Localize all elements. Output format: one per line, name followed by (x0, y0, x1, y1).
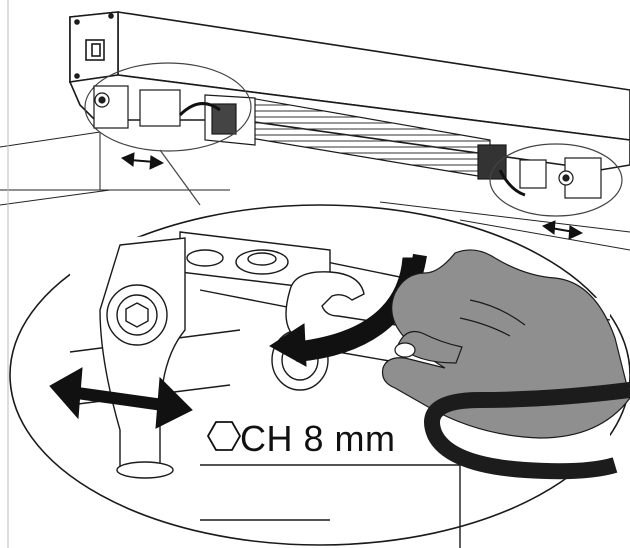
left-detail (84, 62, 252, 206)
right-detail (489, 143, 623, 217)
double-arrow-icon (120, 152, 165, 170)
wrench-size-label: CH 8 mm (240, 418, 396, 459)
hex-socket-icon (125, 302, 149, 328)
double-arrow-icon (49, 367, 193, 429)
double-arrow-icon (541, 220, 584, 240)
hexagon-icon (206, 421, 242, 451)
cable (424, 382, 630, 480)
